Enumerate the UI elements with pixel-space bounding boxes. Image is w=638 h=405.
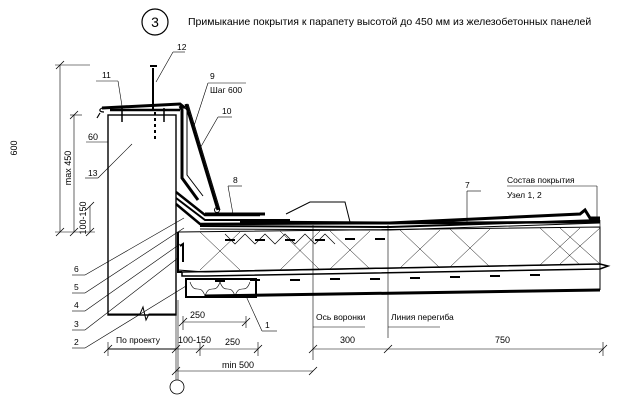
dim-250-upper: 250 — [190, 310, 205, 320]
dim-100-150-horizontal: 100-150 — [178, 335, 211, 345]
dim-300: 300 — [340, 335, 355, 345]
roof-composition-ref: Узел 1, 2 — [507, 190, 542, 200]
callout-6: 6 — [74, 264, 79, 274]
callout-2: 2 — [74, 337, 79, 347]
cap-drip-edge — [96, 107, 105, 119]
roof-membrane — [175, 203, 601, 226]
funnel-axis-label: Ось воронки — [316, 312, 366, 322]
callout-10: 10 — [222, 106, 232, 116]
by-project-label: По проекту — [116, 335, 161, 345]
vapor-barrier-zigzag — [224, 233, 336, 245]
dimension-ticks — [55, 60, 608, 376]
bend-line-label: Линия перегиба — [391, 312, 454, 322]
dim-min-500: min 500 — [222, 360, 254, 370]
callout-4: 4 — [74, 300, 79, 310]
funnel-cap — [285, 201, 351, 223]
insulation-hatch — [199, 227, 601, 271]
callout-5: 5 — [74, 282, 79, 292]
callout-7: 7 — [465, 180, 470, 190]
break-line — [108, 305, 176, 322]
slab-bottom — [204, 288, 601, 298]
callout-8: 8 — [233, 175, 238, 185]
node-number: 3 — [151, 14, 159, 30]
parapet-panel — [107, 114, 177, 316]
node-number-circle — [141, 8, 169, 36]
roof-membrane-top — [239, 207, 600, 225]
dim-100-150: 100-150 — [78, 201, 88, 234]
callout-12: 12 — [177, 42, 187, 52]
callout-9: 9 — [210, 71, 215, 81]
dim-max-450: max 450 — [63, 151, 73, 186]
callout-3: 3 — [74, 319, 79, 329]
callout-13: 13 — [88, 168, 98, 178]
parapet-cap — [101, 102, 186, 110]
callout-1: 1 — [265, 320, 270, 330]
dim-600: 600 — [9, 140, 19, 155]
dim-250-lower: 250 — [225, 337, 240, 347]
roof-composition-label: Состав покрытия — [507, 175, 575, 185]
vertical-membrane — [178, 105, 200, 201]
dim-60: 60 — [88, 132, 98, 142]
axis-marker-circle — [169, 379, 185, 395]
dim-750: 750 — [495, 335, 510, 345]
drawing-title: Примыкание покрытия к парапету высотой д… — [188, 16, 591, 28]
eave-insulation — [185, 278, 257, 298]
callout-9-note: Шаг 600 — [210, 85, 242, 95]
slab-top — [181, 263, 611, 277]
callout-11: 11 — [102, 70, 111, 80]
protective-screen — [184, 103, 220, 211]
